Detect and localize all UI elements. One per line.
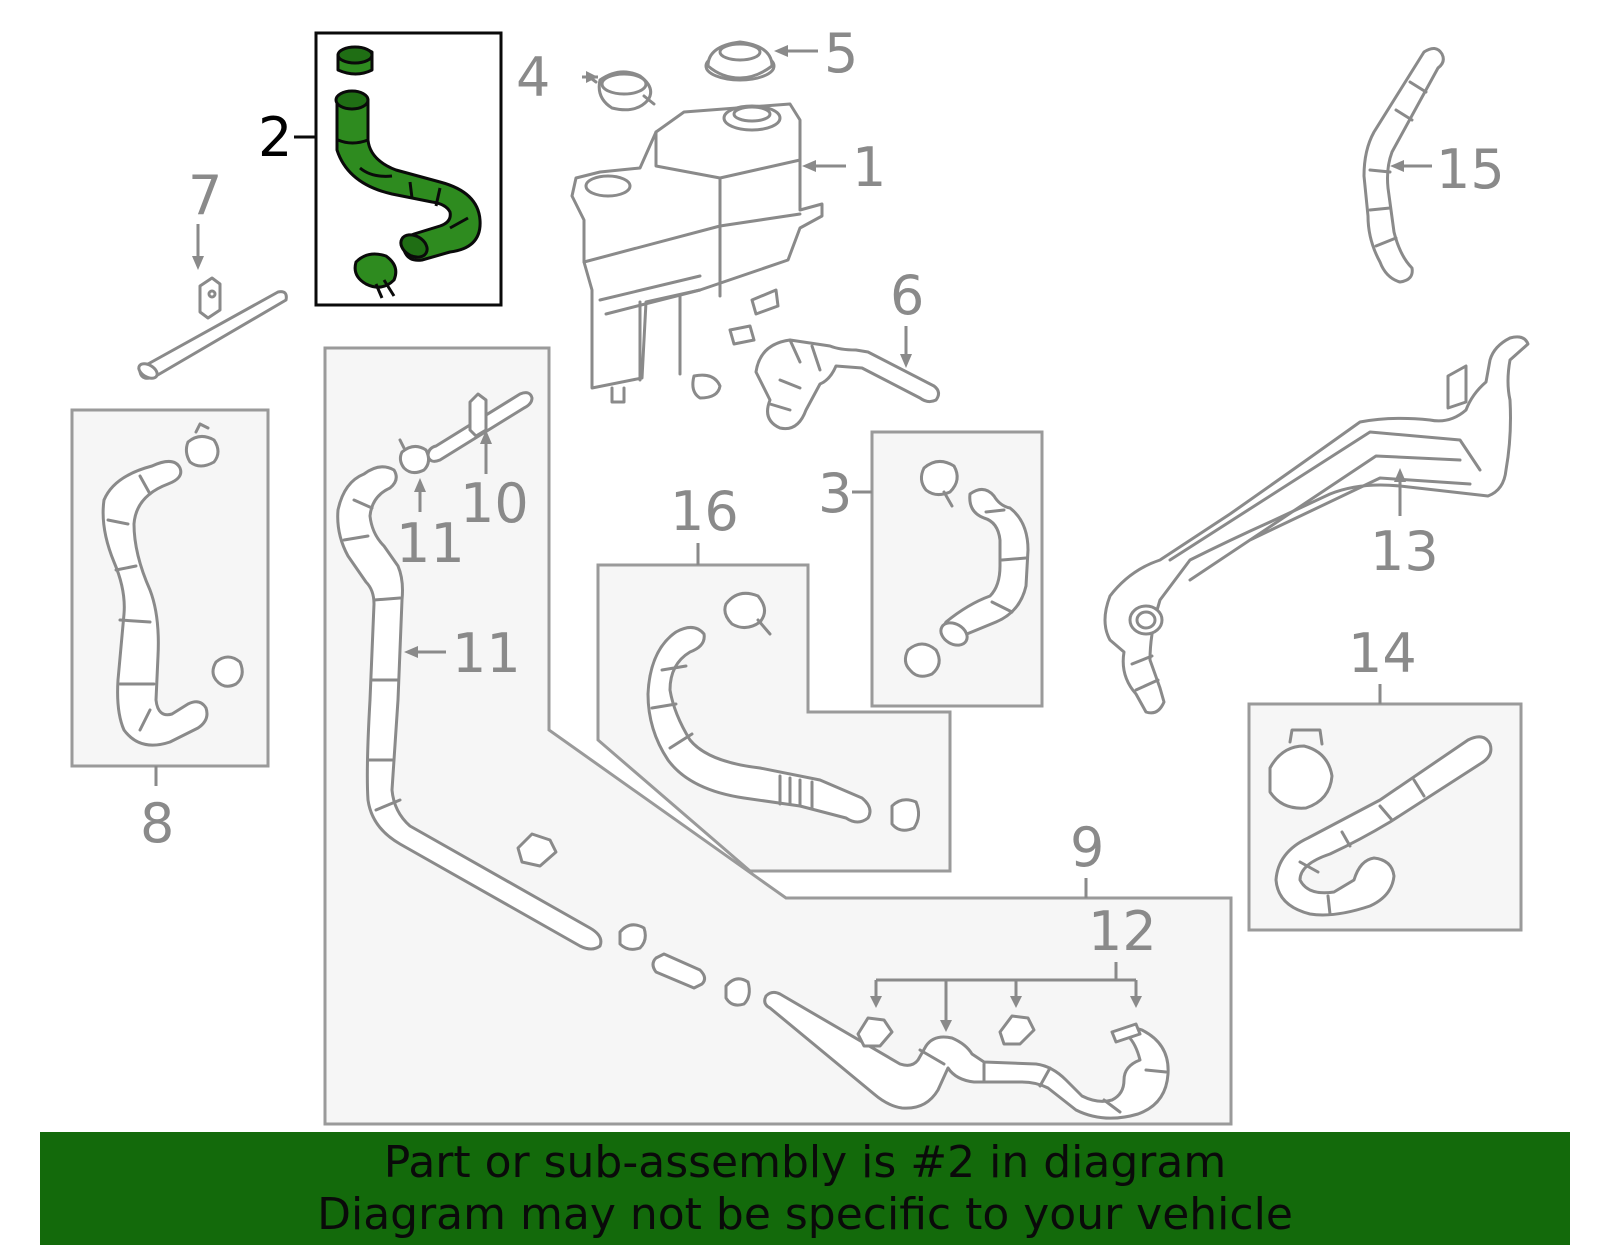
part-11-clamp[interactable]	[398, 438, 431, 475]
callout-3: 3	[818, 462, 852, 525]
part-14-hose[interactable]	[1268, 728, 1493, 917]
part-9-clamp-b	[724, 977, 751, 1007]
callout-14: 14	[1348, 622, 1417, 685]
part-5-cap[interactable]	[704, 40, 776, 82]
part-12-clip-b	[998, 1014, 1036, 1046]
callout-2: 2	[258, 106, 292, 169]
part-9-clamp-a	[618, 923, 647, 951]
part-11-hose[interactable]	[336, 465, 603, 951]
group-box-2	[314, 31, 503, 307]
part-3-hose[interactable]	[903, 460, 1030, 678]
part-12-clip-a	[856, 1016, 894, 1048]
part-14-clamp	[1268, 744, 1334, 810]
part-9-hose-assembly[interactable]	[516, 832, 1170, 1120]
part-9-connector	[651, 952, 707, 990]
callout-16: 16	[670, 480, 739, 543]
callout-15: 15	[1436, 138, 1505, 201]
part-6-hose[interactable]	[754, 338, 941, 431]
part-9-clip	[516, 832, 558, 868]
part-3-clamp-lower	[903, 642, 941, 678]
callout-5: 5	[824, 22, 858, 85]
part-1-reservoir[interactable]	[570, 102, 824, 404]
part-4-cap[interactable]	[586, 70, 656, 112]
callout-7: 7	[188, 164, 222, 227]
callout-8: 8	[140, 792, 174, 855]
callout-4: 4	[516, 46, 550, 109]
part-7-pipe[interactable]	[136, 276, 288, 381]
banner-line-disclaimer: Diagram may not be specific to your vehi…	[317, 1188, 1293, 1240]
callout-10: 10	[460, 472, 529, 535]
part-8-clamp-upper	[184, 435, 220, 468]
part-2-clamp-lower	[353, 252, 398, 289]
callout-13: 13	[1370, 520, 1439, 583]
callout-11-lower: 11	[452, 622, 521, 685]
callout-1: 1	[852, 136, 886, 199]
part-16-hose[interactable]	[646, 591, 921, 832]
part-3-clamp-upper	[919, 460, 959, 497]
banner-line-part: Part or sub-assembly is #2 in diagram	[383, 1136, 1227, 1188]
part-2-hose	[335, 93, 482, 262]
callout-6: 6	[890, 264, 924, 327]
callout-9: 9	[1070, 816, 1104, 879]
part-16-clamp-lower	[890, 798, 921, 832]
part-15-hose[interactable]	[1362, 47, 1445, 284]
info-banner: Part or sub-assembly is #2 in diagram Di…	[40, 1132, 1570, 1245]
callout-11-upper: 11	[396, 512, 465, 575]
part-8-hose[interactable]	[101, 422, 244, 747]
part-8-clamp-lower	[211, 655, 244, 688]
part-13-pipe-assembly[interactable]	[1103, 335, 1530, 715]
part-12-clip-c	[1110, 1022, 1142, 1044]
part-2-hose-assembly[interactable]	[334, 45, 482, 299]
callout-12: 12	[1088, 900, 1157, 963]
